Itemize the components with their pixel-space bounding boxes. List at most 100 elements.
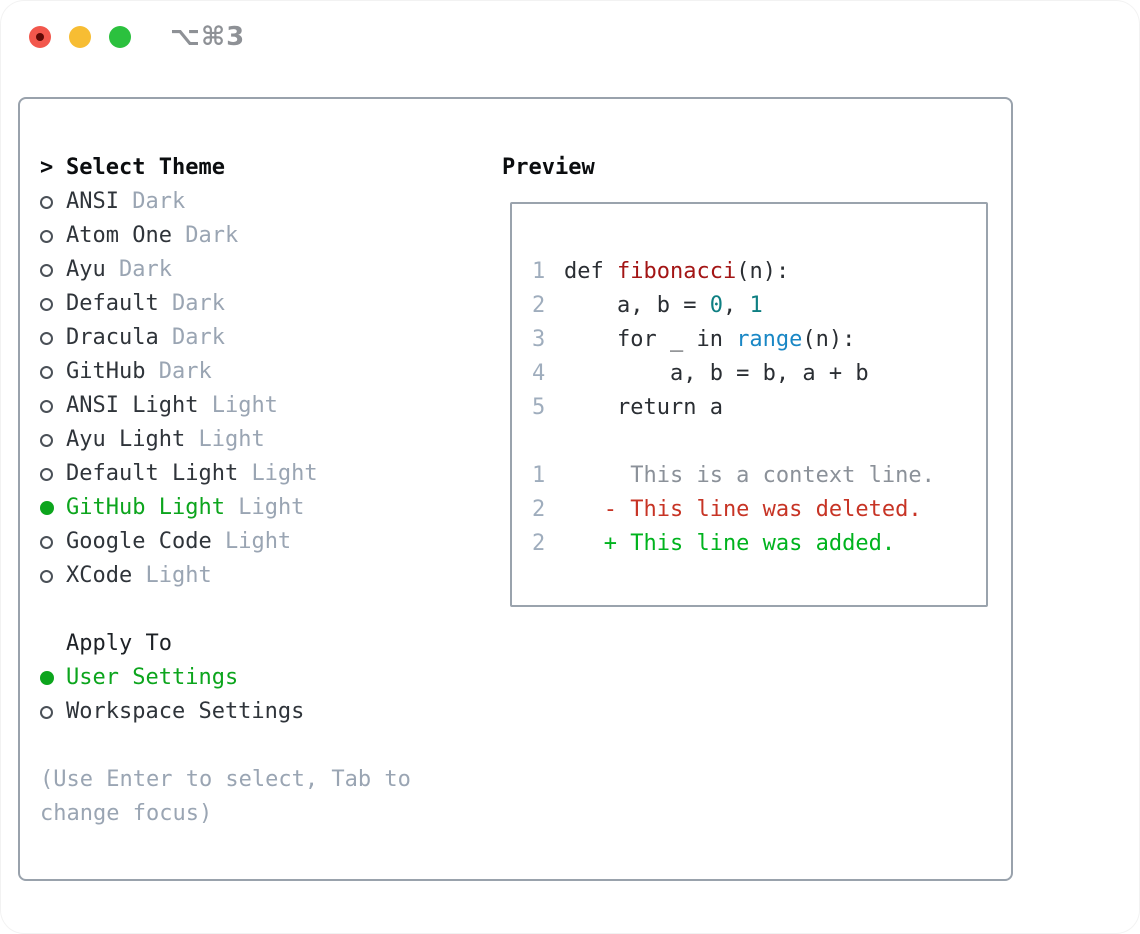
spacer (119, 185, 132, 219)
line-number (532, 425, 545, 459)
unsaved-changes-dot (36, 33, 44, 41)
spacer (212, 525, 225, 559)
preview-code-line: 2 + This line was added. (532, 527, 986, 561)
apply-to-option-name: User Settings (66, 665, 239, 690)
radio-icon (40, 569, 53, 583)
line-number: 2 (532, 293, 546, 318)
theme-item-google-code[interactable]: Google Code Light (40, 525, 411, 559)
theme-tag: Dark (158, 359, 212, 384)
hint-text: change focus) (40, 801, 213, 826)
radio-icon (40, 195, 53, 209)
code-token: return a (564, 395, 723, 420)
spacer (172, 219, 185, 253)
apply-to-option-user-settings[interactable]: User Settings (40, 661, 411, 695)
radio-icon (40, 399, 53, 413)
window-title: ⌥⌘3 (170, 22, 246, 52)
theme-item-default-light[interactable]: Default Light Light (40, 457, 411, 491)
hint-text: (Use Enter to select, Tab to (40, 767, 411, 792)
spacer (185, 423, 198, 457)
theme-item-dracula[interactable]: Dracula Dark (40, 321, 411, 355)
radio-icon (40, 263, 53, 277)
line-number: 1 (532, 259, 546, 284)
radio-icon (40, 331, 53, 345)
theme-tag: Dark (171, 325, 225, 350)
theme-item-xcode[interactable]: XCode Light (40, 559, 411, 593)
theme-item-ansi-light[interactable]: ANSI Light Light (40, 389, 411, 423)
code-token: a, b = b, a + b (564, 361, 869, 386)
theme-tag: Dark (132, 189, 186, 214)
focus-caret: > (40, 155, 54, 180)
apply-to-option-workspace-settings[interactable]: Workspace Settings (40, 695, 411, 729)
spacer-row (40, 729, 411, 763)
preview-code-line: 2 - This line was deleted. (532, 493, 986, 527)
preview-code-line: 3 for _ in range(n): (532, 323, 986, 357)
radio-icon (40, 705, 53, 719)
preview-code-line: 4 a, b = b, a + b (532, 357, 986, 391)
spacer (198, 389, 211, 423)
theme-name: Atom One (66, 223, 172, 248)
apply-to-label: Apply To (66, 631, 172, 656)
line-number: 1 (532, 463, 546, 488)
spacer (145, 355, 158, 389)
minimize-button[interactable] (69, 26, 91, 48)
theme-item-default[interactable]: Default Dark (40, 287, 411, 321)
spacer (159, 321, 172, 355)
preview-code-line: 1 This is a context line. (532, 459, 986, 493)
code-token: 1 (749, 293, 763, 318)
zoom-button[interactable] (109, 26, 131, 48)
theme-name: ANSI Light (66, 393, 199, 418)
spacer (238, 457, 251, 491)
theme-name: Ayu Light (66, 427, 186, 452)
code-token: for _ in (564, 327, 737, 352)
theme-name: GitHub Light (66, 495, 225, 520)
theme-item-github[interactable]: GitHub Dark (40, 355, 411, 389)
spacer (225, 491, 238, 525)
theme-item-github-light[interactable]: GitHub Light Light (40, 491, 411, 525)
theme-item-ayu-light[interactable]: Ayu Light Light (40, 423, 411, 457)
hint-line-1: (Use Enter to select, Tab to (40, 763, 411, 797)
theme-list-header: > Select Theme (40, 151, 411, 185)
radio-selected-icon (40, 671, 54, 685)
theme-item-ayu[interactable]: Ayu Dark (40, 253, 411, 287)
code-token: , (722, 293, 750, 318)
radio-icon (40, 297, 53, 311)
code-token: This is a context line. (564, 463, 935, 488)
theme-tag: Dark (119, 257, 172, 282)
theme-name: Default Light (66, 461, 239, 486)
radio-icon (40, 467, 53, 481)
theme-tag: Light (238, 495, 305, 520)
theme-tag: Light (145, 563, 212, 588)
window-titlebar: ⌥⌘3 (0, 0, 1140, 74)
theme-item-atom-one[interactable]: Atom One Dark (40, 219, 411, 253)
close-button[interactable] (29, 26, 51, 48)
theme-tag: Light (251, 461, 318, 486)
code-token: 0 (709, 293, 723, 318)
code-token: a, b = (564, 293, 710, 318)
line-number: 2 (532, 531, 546, 556)
code-token: (n): (802, 327, 856, 352)
code-token: range (736, 327, 803, 352)
line-number: 3 (532, 327, 546, 352)
spacer (159, 287, 172, 321)
theme-item-ansi[interactable]: ANSI Dark (40, 185, 411, 219)
theme-name: ANSI (66, 189, 119, 214)
spacer-row (40, 593, 411, 627)
radio-icon (40, 365, 53, 379)
theme-tag: Light (211, 393, 278, 418)
preview-code-line (532, 425, 986, 459)
theme-tag: Light (198, 427, 265, 452)
preview-code-line: 2 a, b = 0, 1 (532, 289, 986, 323)
preview-heading: Preview (502, 155, 595, 180)
theme-name: Google Code (66, 529, 212, 554)
spacer (132, 559, 145, 593)
radio-icon (40, 229, 53, 243)
theme-name: GitHub (66, 359, 146, 384)
radio-icon (40, 433, 53, 447)
theme-list-header-label: Select Theme (66, 155, 225, 180)
line-number: 2 (532, 497, 546, 522)
